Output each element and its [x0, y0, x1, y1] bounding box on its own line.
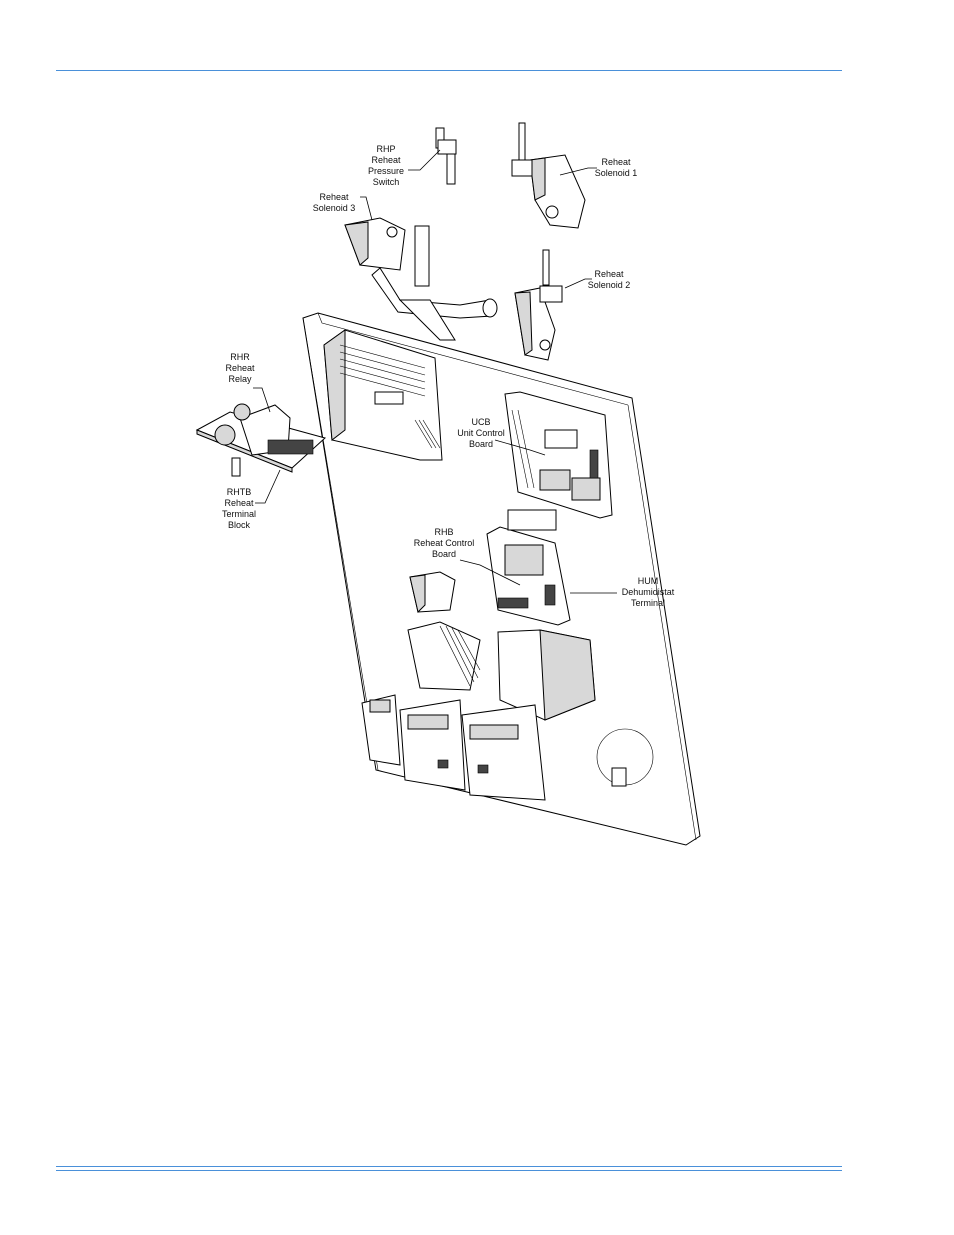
reheat-solenoid-1: [511, 122, 586, 229]
rhb-board: [486, 509, 571, 626]
header-rule: [56, 70, 842, 71]
footer-rule: [56, 1166, 842, 1167]
control-module: [323, 329, 443, 461]
ucb-board: [504, 391, 613, 519]
label-rhtb: RHTB Reheat Terminal Block: [221, 487, 256, 530]
rhp-pressure-switch: [435, 127, 457, 185]
contactors: [361, 694, 546, 801]
label-ucb: UCB Unit Control Board: [457, 417, 505, 449]
transformer: [407, 621, 481, 691]
label-rhb: RHB Reheat Control Board: [413, 527, 475, 559]
footer-rule-secondary: [56, 1170, 842, 1171]
small-relay: [409, 571, 456, 613]
capacitor-block: [497, 629, 596, 721]
reheat-solenoid-2: [514, 249, 563, 361]
label-reheat-solenoid-2: Reheat Solenoid 2: [587, 269, 631, 290]
heatsink-fins: [339, 344, 426, 397]
label-reheat-solenoid-3: Reheat Solenoid 3: [312, 192, 356, 213]
label-rhr: RHR Reheat Relay: [225, 352, 255, 384]
label-rhp: RHP Reheat Pressure Switch: [367, 144, 404, 187]
rhr-relay-assembly: [195, 403, 327, 477]
leader-lines: [253, 149, 617, 594]
label-hum: HUM Dehumidistat Terminal: [621, 576, 675, 608]
reheat-solenoid-3: [344, 217, 498, 341]
label-reheat-solenoid-1: Reheat Solenoid 1: [594, 157, 638, 178]
